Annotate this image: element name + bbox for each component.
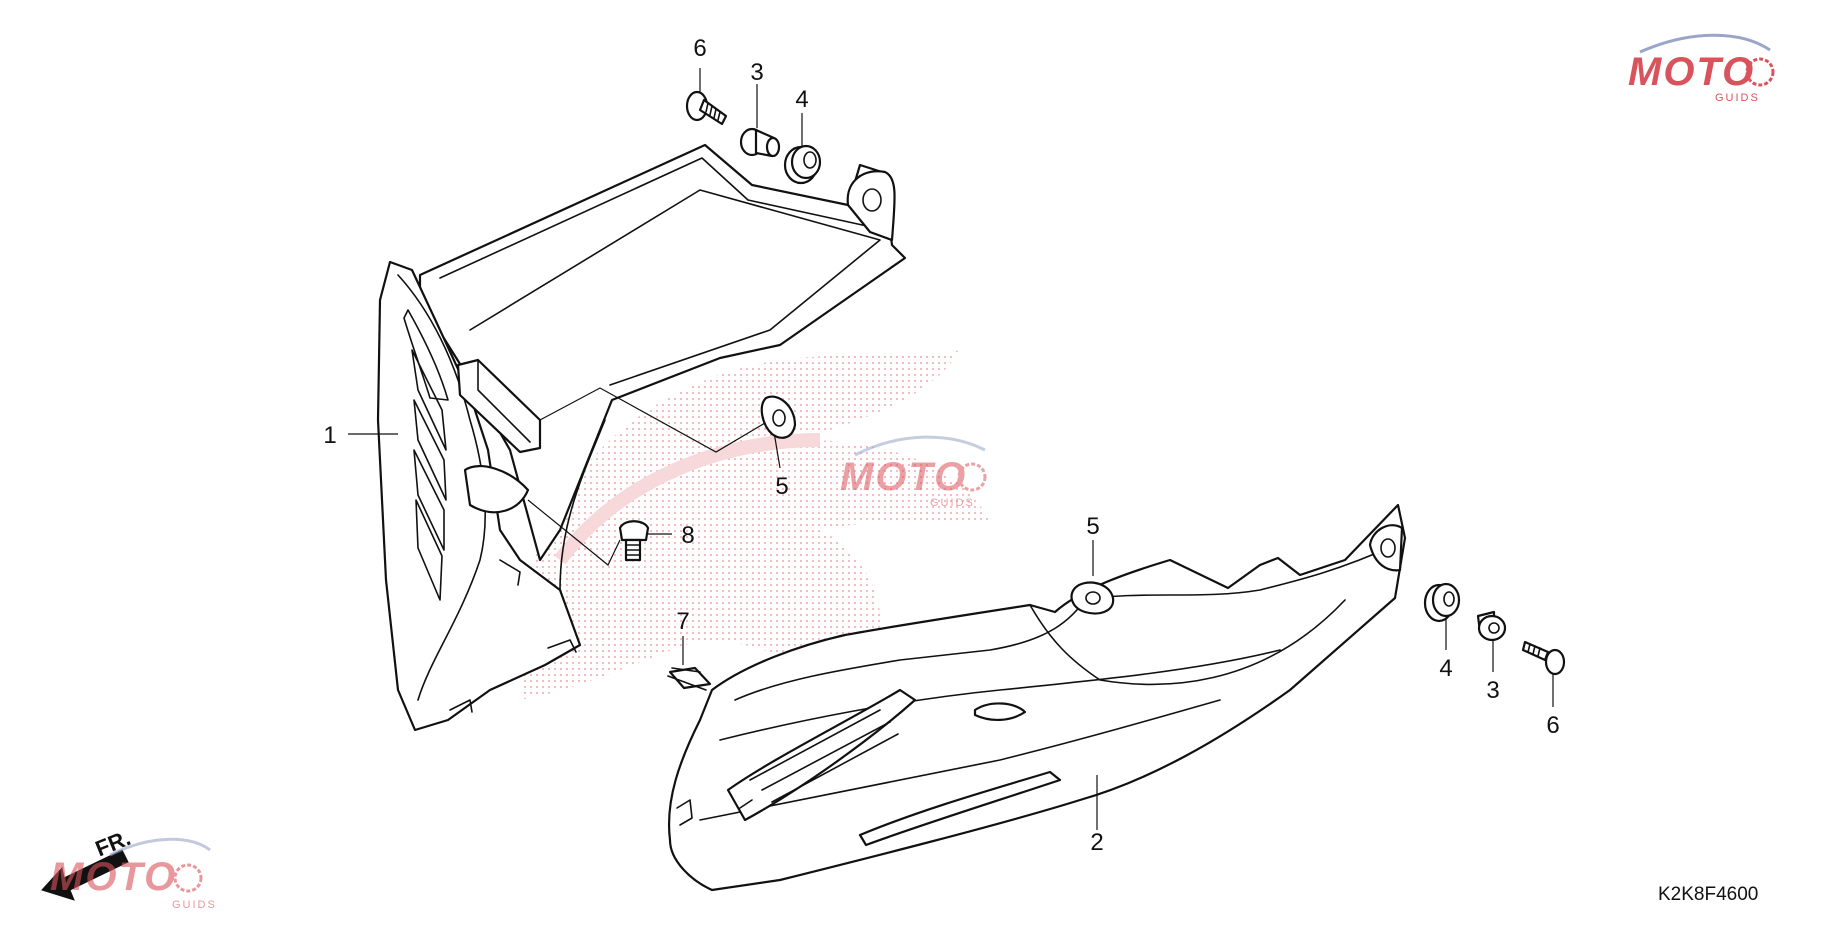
callout-5-right: 5 <box>1086 513 1099 540</box>
grommet-part-4-right <box>1423 582 1461 650</box>
gear-icon <box>1745 57 1775 87</box>
watermark-brand: MOTO <box>50 855 177 899</box>
diagram-code: K2K8F4600 <box>1658 884 1758 905</box>
callout-labels: 1 2 3 3 4 4 5 5 6 6 7 8 <box>323 35 1559 856</box>
callout-2: 2 <box>1090 829 1103 856</box>
callout-3-top: 3 <box>750 59 763 86</box>
callout-6-top: 6 <box>693 35 706 62</box>
washer-part-5-right <box>1070 540 1115 615</box>
collar-part-3-top <box>739 84 781 158</box>
callout-1: 1 <box>323 422 336 449</box>
screw-part-6-top <box>685 68 728 126</box>
left-under-cowl-part <box>376 143 907 732</box>
watermark-brand: MOTO <box>840 455 967 499</box>
watermark-logo-top-right: MOTO GUIDS <box>1628 33 1775 104</box>
gear-icon <box>173 863 203 893</box>
collar-part-3-right <box>1476 610 1507 672</box>
watermark-brand: MOTO <box>1628 50 1755 94</box>
lower-under-cowl-part <box>667 503 1407 892</box>
callout-4-right: 4 <box>1439 655 1452 682</box>
callout-7: 7 <box>676 608 689 635</box>
watermark-dotted-emblem <box>520 350 990 700</box>
bolt-part-8 <box>618 520 672 562</box>
watermark-logo-center: MOTO GUIDS <box>840 435 987 509</box>
watermark-logo-bottom-left: MOTO GUIDS <box>50 837 217 911</box>
grommet-part-4-top <box>783 113 822 185</box>
callout-3-right: 3 <box>1486 677 1499 704</box>
callout-5-left: 5 <box>775 473 788 500</box>
watermark-sub: GUIDS <box>172 899 217 911</box>
front-direction-marker: FR. <box>41 825 134 901</box>
callout-6-right: 6 <box>1546 712 1559 739</box>
watermark-sub: GUIDS <box>1715 92 1760 104</box>
washer-part-5-left <box>760 395 797 439</box>
clip-nut-part-7 <box>667 636 712 691</box>
screw-part-6-right <box>1521 640 1566 707</box>
gear-icon <box>957 462 987 492</box>
callout-4-top: 4 <box>795 86 808 113</box>
callout-8: 8 <box>681 522 694 549</box>
watermark-sub: GUIDS <box>930 497 975 509</box>
front-arrow-icon <box>41 849 129 901</box>
